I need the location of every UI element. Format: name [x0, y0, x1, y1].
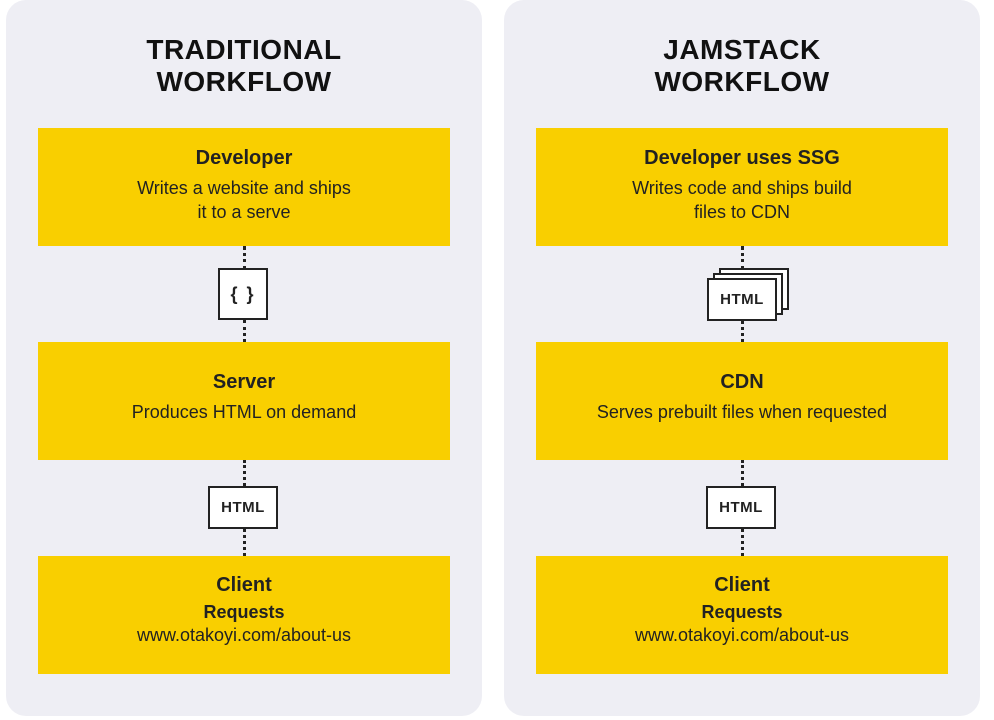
- traditional-title-line2: WORKFLOW: [156, 66, 332, 97]
- dotted-connector: [243, 320, 246, 342]
- server-title: Server: [212, 371, 276, 393]
- developer-ssg-title: Developer uses SSG: [644, 147, 840, 169]
- html-file-icon: HTML: [208, 486, 278, 529]
- cdn-box: CDN Serves prebuilt files when requested: [536, 342, 948, 460]
- client-url: www.otakoyi.com/about-us: [136, 625, 352, 645]
- html-file-icon: HTML: [706, 486, 776, 529]
- developer-text-line2: it to a serve: [197, 202, 291, 222]
- dotted-connector: [741, 529, 744, 556]
- developer-ssg-box: Developer uses SSG Writes code and ships…: [536, 128, 948, 246]
- dotted-connector: [741, 460, 744, 486]
- stack-sheet-front: HTML: [707, 278, 777, 321]
- client-box: Client Requests www.otakoyi.com/about-us: [536, 556, 948, 674]
- traditional-title: TRADITIONAL WORKFLOW: [6, 34, 482, 98]
- traditional-workflow-panel: TRADITIONAL WORKFLOW Developer Writes a …: [6, 0, 482, 716]
- developer-box: Developer Writes a website and ships it …: [38, 128, 450, 246]
- jamstack-workflow-panel: JAMSTACK WORKFLOW Developer uses SSG Wri…: [504, 0, 980, 716]
- client-title: Client: [714, 574, 770, 596]
- developer-text-line1: Writes a website and ships: [137, 178, 351, 198]
- html-label: HTML: [221, 499, 265, 516]
- server-text: Produces HTML on demand: [131, 402, 357, 422]
- html-label: HTML: [719, 499, 763, 516]
- server-box: Server Produces HTML on demand: [38, 342, 450, 460]
- developer-title: Developer: [195, 147, 293, 169]
- dotted-connector: [243, 460, 246, 486]
- cdn-text: Serves prebuilt files when requested: [596, 402, 888, 422]
- developer-ssg-text-line1: Writes code and ships build: [632, 178, 852, 198]
- jamstack-title-line2: WORKFLOW: [654, 66, 830, 97]
- client-title: Client: [216, 574, 272, 596]
- jamstack-title: JAMSTACK WORKFLOW: [504, 34, 980, 98]
- dotted-connector: [741, 321, 744, 342]
- client-requests-label: Requests: [203, 602, 285, 622]
- code-braces-icon: { }: [218, 268, 268, 320]
- jamstack-title-line1: JAMSTACK: [663, 34, 821, 65]
- client-url: www.otakoyi.com/about-us: [634, 625, 850, 645]
- code-braces-label: { }: [230, 283, 256, 304]
- dotted-connector: [741, 246, 744, 270]
- dotted-connector: [243, 246, 246, 270]
- cdn-title: CDN: [720, 371, 764, 393]
- client-box: Client Requests www.otakoyi.com/about-us: [38, 556, 450, 674]
- html-stack-label: HTML: [720, 291, 764, 308]
- traditional-title-line1: TRADITIONAL: [146, 34, 342, 65]
- dotted-connector: [243, 529, 246, 556]
- client-requests-label: Requests: [701, 602, 783, 622]
- developer-ssg-text-line2: files to CDN: [693, 202, 791, 222]
